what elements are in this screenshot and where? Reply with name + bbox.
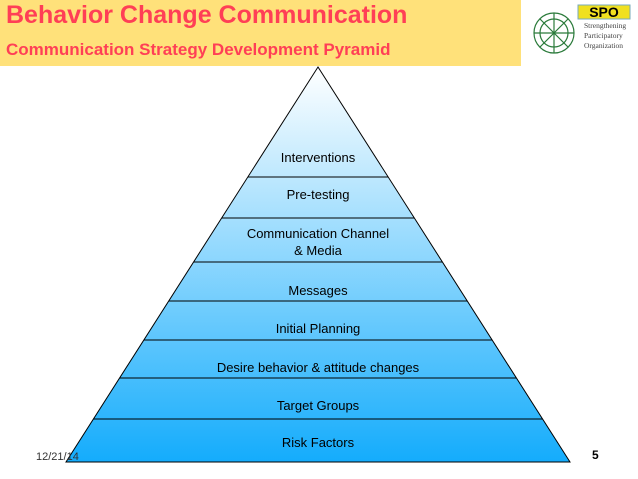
slide-date: 12/21/14 bbox=[36, 451, 79, 463]
pyramid-level-label: Messages bbox=[288, 283, 348, 298]
pyramid-level-label: Initial Planning bbox=[276, 321, 361, 336]
pyramid-level-label-line: Initial Planning bbox=[276, 321, 361, 336]
pyramid-level-label: Communication Channel & Media bbox=[247, 226, 389, 258]
logo-line: Participatory bbox=[584, 31, 623, 40]
pyramid-level-label-line: Desire behavior & attitude changes bbox=[217, 360, 420, 375]
pyramid-outline bbox=[65, 66, 571, 463]
logo-abbreviation: SPO bbox=[589, 4, 619, 20]
pyramid-level-label-line: Target Groups bbox=[277, 398, 360, 413]
pyramid-level-label-line: Messages bbox=[288, 283, 348, 298]
pyramid-level-label: Interventions bbox=[281, 150, 356, 165]
pyramid-level-label: Risk Factors bbox=[282, 435, 355, 450]
page-number: 5 bbox=[592, 448, 599, 462]
pyramid-level-label: Target Groups bbox=[277, 398, 360, 413]
pyramid-level-label-line: Pre-testing bbox=[287, 187, 350, 202]
pyramid-level-label-line: Communication Channel bbox=[247, 226, 389, 241]
pyramid-level-label: Pre-testing bbox=[287, 187, 350, 202]
logo-line: Organization bbox=[584, 41, 624, 50]
pyramid-level-label-line: & Media bbox=[294, 243, 342, 258]
pyramid-level-label-line: Interventions bbox=[281, 150, 356, 165]
pyramid-level-label-line: Risk Factors bbox=[282, 435, 355, 450]
pyramid-level-label: Desire behavior & attitude changes bbox=[217, 360, 420, 375]
spo-logo: SPO bbox=[524, 3, 634, 61]
globe-icon bbox=[533, 12, 575, 54]
slide-subtitle: Communication Strategy Development Pyram… bbox=[6, 40, 391, 59]
slide-title: Behavior Change Communication bbox=[6, 1, 408, 29]
title-banner: Behavior Change Communication Communicat… bbox=[0, 0, 521, 66]
logo-line: Strengthening bbox=[584, 21, 627, 30]
